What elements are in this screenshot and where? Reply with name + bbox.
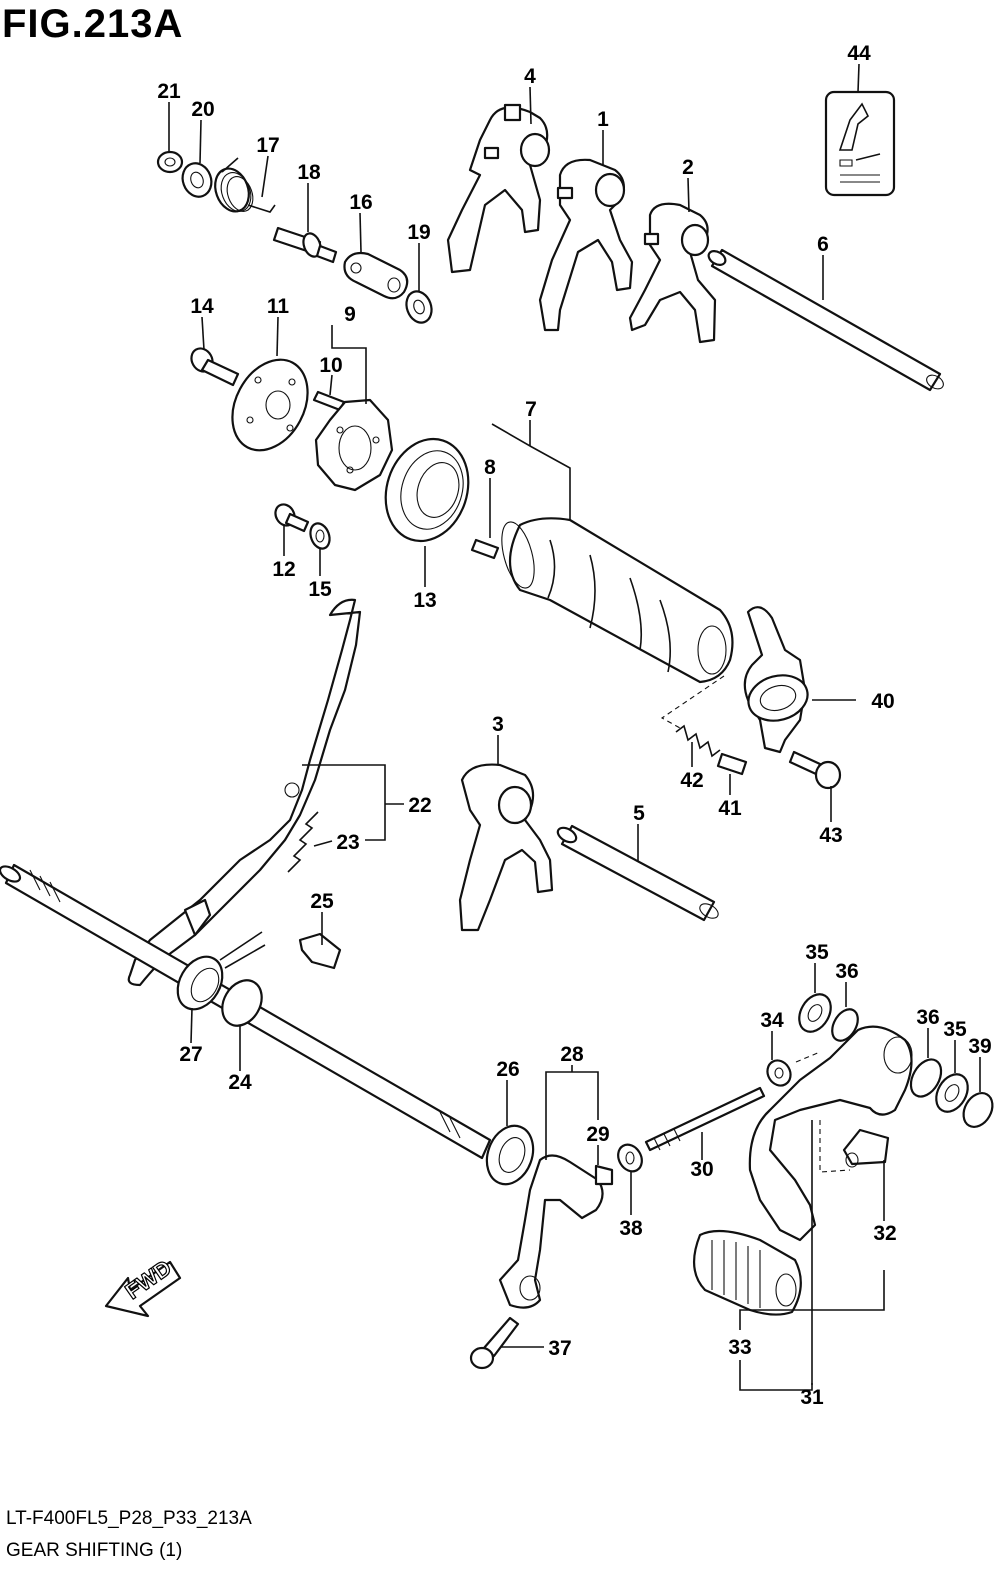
callout-10: 10 xyxy=(319,354,342,377)
shift-pattern-label-44 xyxy=(824,90,896,197)
washer-19 xyxy=(405,290,433,324)
callout-12: 12 xyxy=(272,558,295,581)
callout-41: 41 xyxy=(718,797,742,820)
callout-16: 16 xyxy=(349,191,372,214)
callout-13: 13 xyxy=(413,589,436,612)
callout-1: 1 xyxy=(597,108,609,131)
pin-8 xyxy=(470,538,500,560)
callout-25: 25 xyxy=(310,890,334,913)
callout-3: 3 xyxy=(492,713,504,736)
callout-34: 34 xyxy=(760,1009,784,1032)
bolt-12 xyxy=(274,503,310,533)
callout-30: 30 xyxy=(690,1158,713,1181)
callout-36-right: 36 xyxy=(916,1006,939,1029)
callout-2: 2 xyxy=(682,156,694,179)
callout-26: 26 xyxy=(496,1058,519,1081)
callout-38: 38 xyxy=(619,1217,643,1240)
clip-27 xyxy=(176,931,266,1011)
stopper-40 xyxy=(743,606,809,754)
callout-44: 44 xyxy=(847,42,871,65)
callout-5: 5 xyxy=(633,802,645,825)
pedal-31 xyxy=(748,1025,913,1242)
washers-36-35-39-right xyxy=(909,1058,994,1128)
callout-15: 15 xyxy=(308,578,332,601)
washers-35-36-left xyxy=(798,993,859,1042)
figure-title: FIG.213A xyxy=(2,2,184,46)
nut-34 xyxy=(766,1059,792,1087)
callout-20: 20 xyxy=(191,98,214,121)
shift-lever-28 xyxy=(498,1154,614,1309)
pin-41 xyxy=(716,752,748,776)
shift-fork-1 xyxy=(538,158,634,332)
callout-35-left: 35 xyxy=(805,941,829,964)
part-drawings xyxy=(0,90,994,1370)
callout-28: 28 xyxy=(560,1043,584,1066)
callout-numbers: 21 20 17 18 16 19 4 1 2 6 44 14 11 9 10 … xyxy=(157,42,991,1409)
callout-17: 17 xyxy=(256,134,279,157)
plate-11 xyxy=(231,358,309,452)
callout-33: 33 xyxy=(728,1336,751,1359)
callout-39: 39 xyxy=(968,1035,991,1058)
bolt-25 xyxy=(298,932,342,970)
pedal-rubber-33 xyxy=(693,1229,802,1316)
callout-11: 11 xyxy=(267,295,290,318)
rod-30 xyxy=(644,1086,766,1152)
bolt-43 xyxy=(788,750,842,790)
callout-23: 23 xyxy=(336,831,359,854)
shaft-5 xyxy=(556,824,719,922)
washer-20 xyxy=(181,162,213,198)
oil-seal-26 xyxy=(485,1124,535,1186)
spring-17 xyxy=(214,157,276,213)
cam-9 xyxy=(314,398,394,492)
nut-38 xyxy=(617,1143,643,1173)
callout-7: 7 xyxy=(525,398,537,421)
figure-description: GEAR SHIFTING (1) xyxy=(6,1540,183,1561)
callout-29: 29 xyxy=(586,1123,609,1146)
callout-18: 18 xyxy=(297,161,321,184)
callout-35-right: 35 xyxy=(943,1018,967,1041)
shaft-6 xyxy=(707,248,944,392)
callout-27: 27 xyxy=(179,1043,202,1066)
callout-40: 40 xyxy=(871,690,894,713)
callout-37: 37 xyxy=(548,1337,571,1360)
shift-fork-4 xyxy=(446,103,551,274)
callout-31: 31 xyxy=(800,1386,824,1409)
bolt-37 xyxy=(469,1316,520,1370)
callout-24: 24 xyxy=(228,1071,252,1094)
fwd-direction-arrow xyxy=(104,1260,182,1318)
bolt-18 xyxy=(272,226,338,264)
callout-32: 32 xyxy=(873,1222,896,1245)
shift-fork-2 xyxy=(628,202,717,344)
washer-15 xyxy=(309,522,331,550)
bolt-14 xyxy=(190,347,240,387)
leader-lines xyxy=(168,63,981,1391)
callout-14: 14 xyxy=(190,295,214,318)
nut-21 xyxy=(156,150,184,174)
bolt-32 xyxy=(842,1128,890,1168)
spring-23 xyxy=(287,811,319,873)
callout-43: 43 xyxy=(819,824,842,847)
arm-16 xyxy=(343,251,409,300)
callout-19: 19 xyxy=(407,221,430,244)
callout-36-left: 36 xyxy=(835,960,858,983)
shift-drum-7 xyxy=(501,517,734,684)
bearing-13 xyxy=(384,437,470,543)
callout-6: 6 xyxy=(817,233,829,256)
callout-4: 4 xyxy=(524,65,536,88)
shaft-24 xyxy=(0,863,492,1160)
callout-22: 22 xyxy=(408,794,431,817)
callout-9: 9 xyxy=(344,303,356,326)
arm-22 xyxy=(127,598,362,987)
callout-42: 42 xyxy=(680,769,703,792)
shift-fork-3 xyxy=(458,763,554,932)
spring-42 xyxy=(675,724,721,758)
callout-21: 21 xyxy=(157,80,181,103)
callout-8: 8 xyxy=(484,456,496,479)
figure-code: LT-F400FL5_P28_P33_213A xyxy=(6,1508,252,1529)
